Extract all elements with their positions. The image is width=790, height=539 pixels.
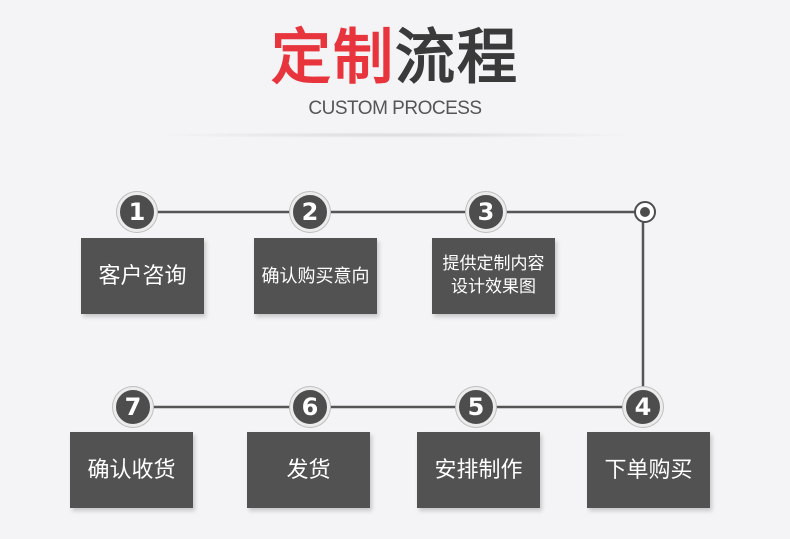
step-5-number: 5 [456, 387, 496, 427]
step-1-box: 客户咨询 [81, 238, 204, 314]
step-1-number: 1 [117, 192, 157, 232]
step-6-number: 6 [290, 387, 330, 427]
step-7-number: 7 [113, 387, 153, 427]
step-5-label: 安排制作 [434, 457, 523, 483]
page-subtitle: CUSTOM PROCESS [308, 98, 482, 119]
step-4-label: 下单购买 [604, 457, 693, 483]
step-7-box: 确认收货 [70, 432, 193, 508]
page-title: 定制流程 [0, 22, 790, 94]
step-2-number: 2 [290, 192, 330, 232]
step-4-number: 4 [623, 387, 663, 427]
flow-endpoint-marker [634, 201, 656, 223]
step-6-label: 发货 [286, 457, 331, 483]
step-6-box: 发货 [247, 432, 370, 508]
step-7-label: 确认收货 [87, 457, 176, 483]
title-divider [150, 132, 640, 138]
step-2-label: 确认购买意向 [261, 265, 370, 287]
step-4-box: 下单购买 [587, 432, 710, 508]
step-5-box: 安排制作 [417, 432, 540, 508]
title-highlight: 定制 [271, 23, 395, 93]
step-3-number: 3 [466, 192, 506, 232]
step-1-label: 客户咨询 [98, 263, 187, 289]
title-rest: 流程 [395, 23, 519, 93]
step-3-label-line1: 提供定制内容 [442, 254, 545, 274]
step-3-label-line2: 设计效果图 [451, 277, 536, 297]
step-2-box: 确认购买意向 [254, 238, 377, 314]
step-3-box: 提供定制内容 设计效果图 [432, 238, 555, 314]
